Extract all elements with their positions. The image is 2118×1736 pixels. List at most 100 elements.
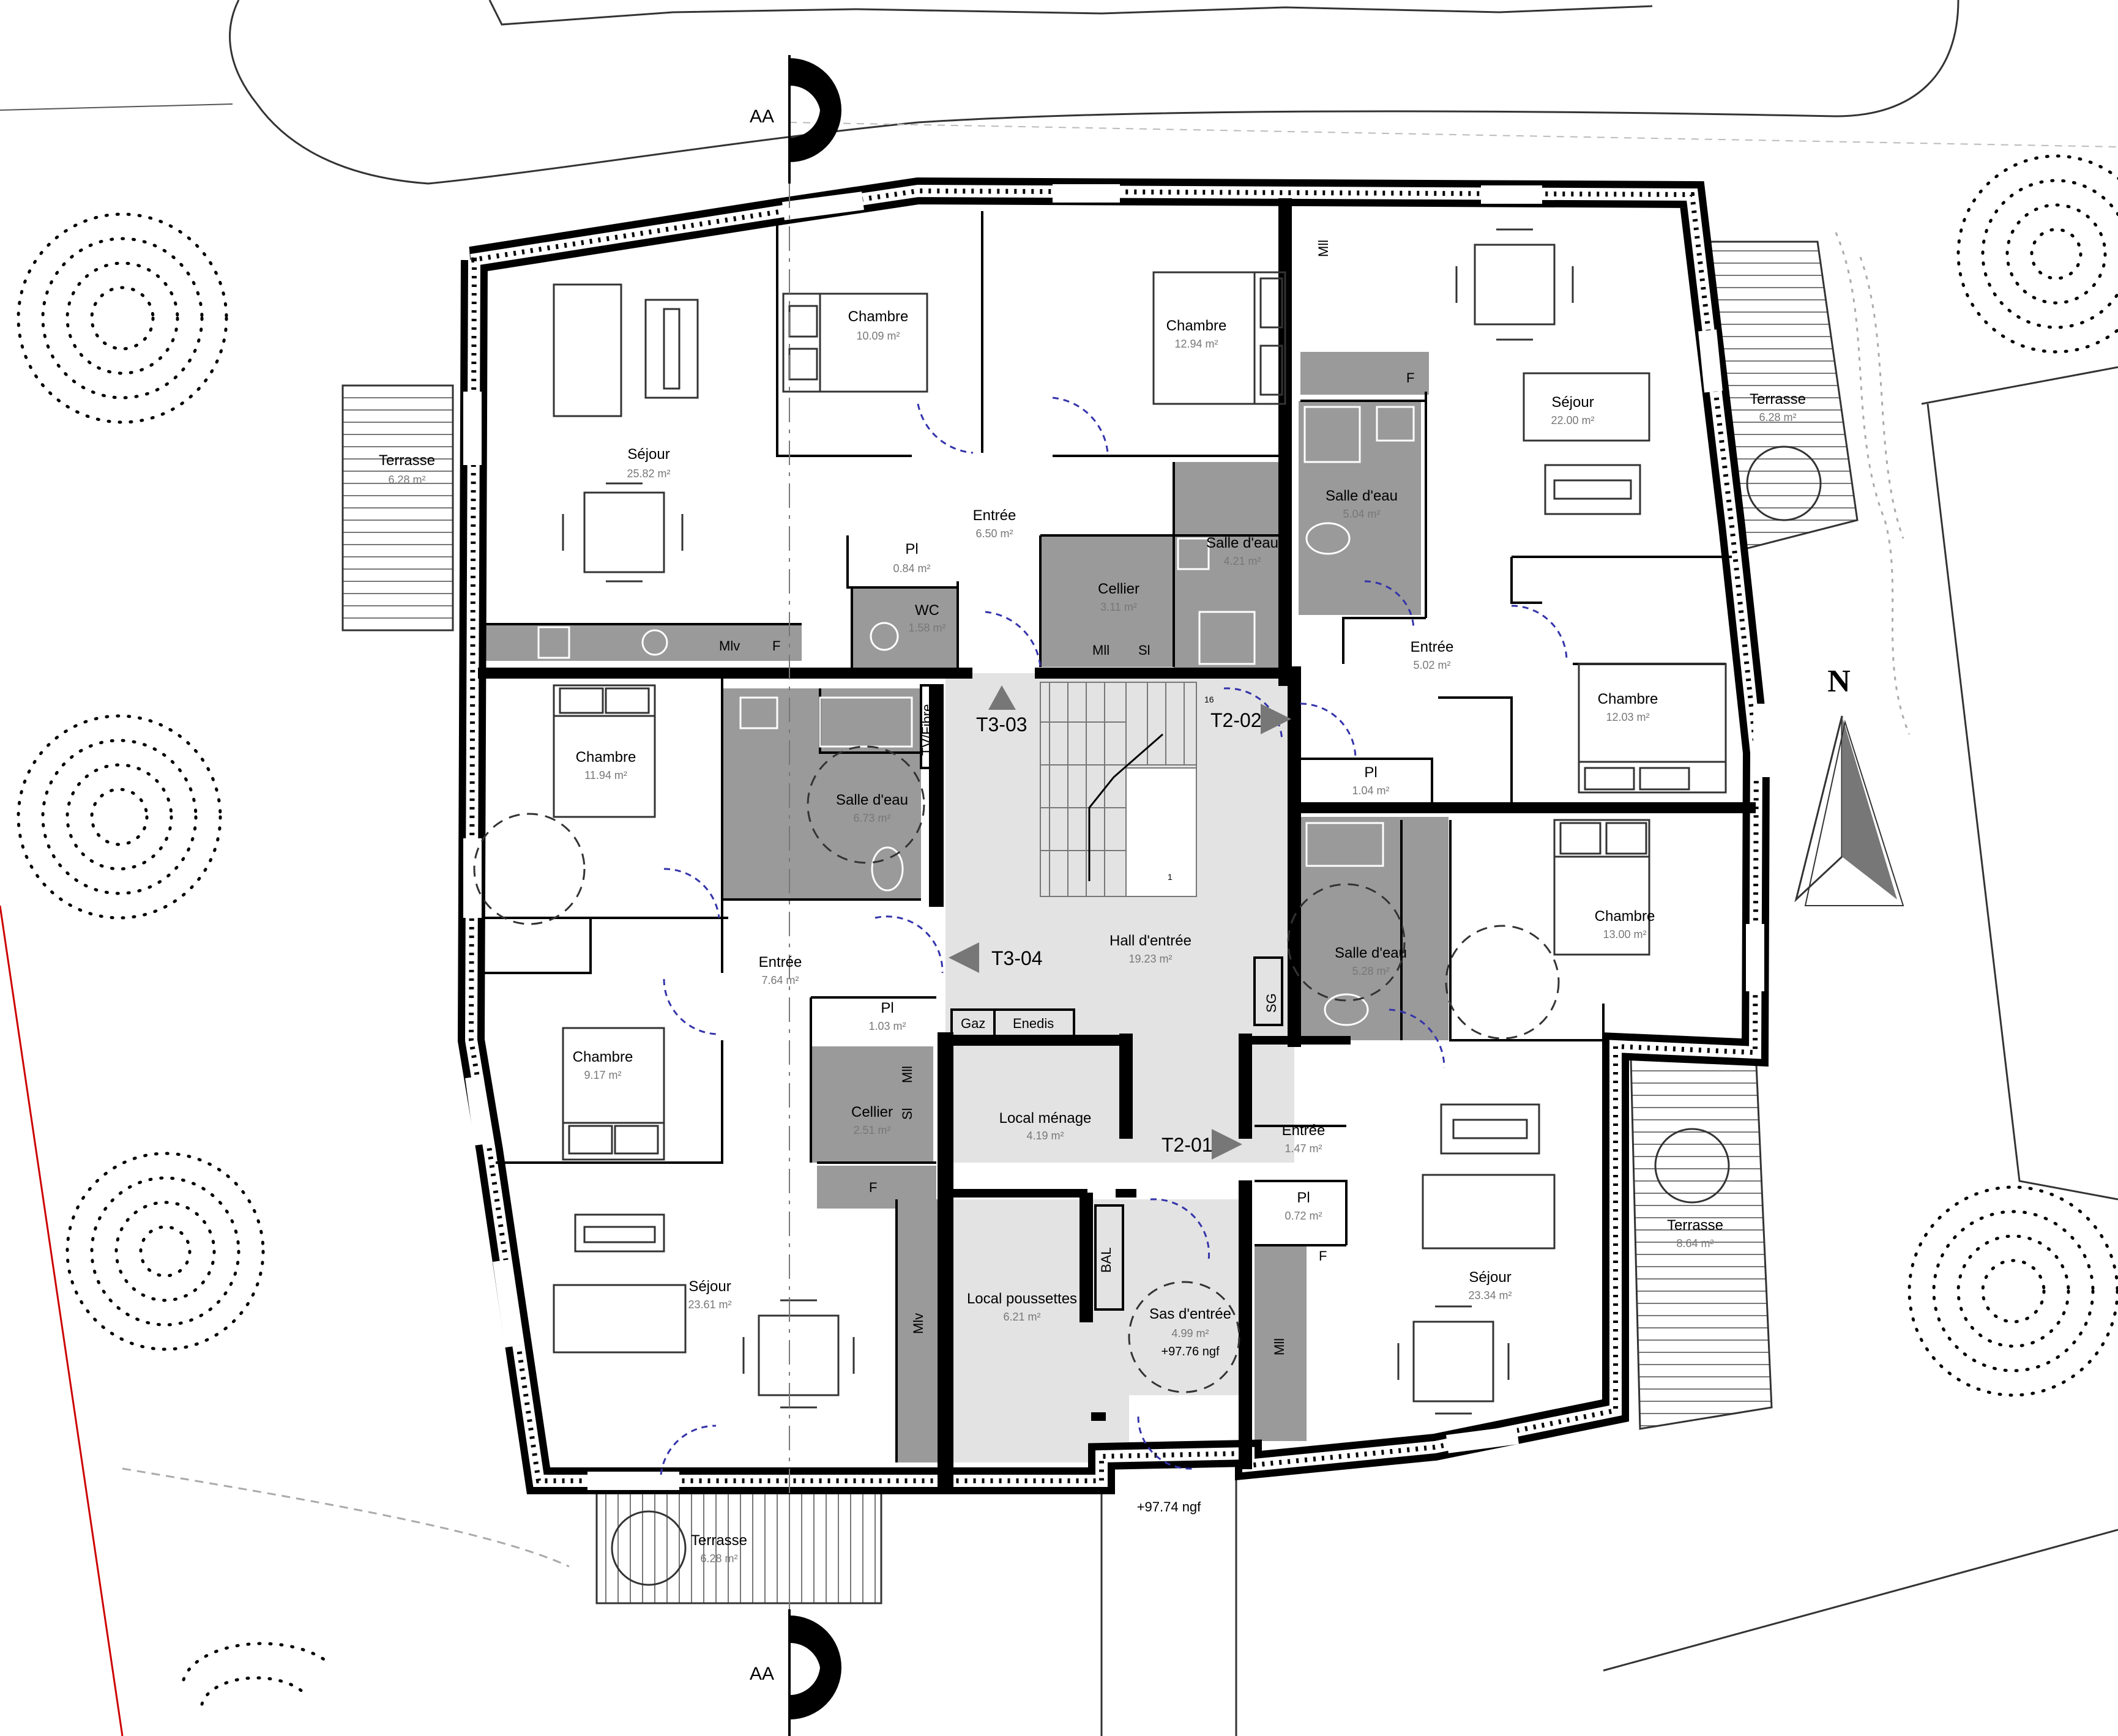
door-swings xyxy=(660,397,1568,1475)
room-name: Chambre xyxy=(573,1049,633,1065)
room-name: Entrée xyxy=(973,507,1016,524)
equipment-boxes xyxy=(920,684,1283,1311)
exterior-walls xyxy=(457,177,1770,1494)
room-name: Cellier xyxy=(851,1104,893,1120)
room-name: Sas d'entrée xyxy=(1149,1306,1231,1322)
wet-rooms xyxy=(483,352,1449,1462)
arrow-right-icon xyxy=(1212,1129,1242,1160)
f-label: F xyxy=(1319,1248,1327,1264)
room-area: 23.34 m² xyxy=(1468,1289,1512,1302)
room-area: 6.28 m² xyxy=(1759,411,1796,423)
room-area: 10.09 m² xyxy=(856,330,900,342)
room-area: 22.00 m² xyxy=(1551,414,1594,427)
mll-label: Mll xyxy=(1272,1338,1287,1355)
room-name: Local ménage xyxy=(999,1110,1092,1127)
room-name: WC xyxy=(915,602,939,619)
room-area: 23.61 m² xyxy=(688,1298,731,1311)
section-label: AA xyxy=(750,1664,774,1684)
mll-label: Mll xyxy=(900,1066,915,1083)
room-name: Séjour xyxy=(627,446,669,463)
room-name: Terrasse xyxy=(1750,391,1806,408)
room-name: Salle d'eau xyxy=(1335,945,1407,961)
room-name: Chambre xyxy=(848,308,909,325)
mll-label: Mll xyxy=(1316,240,1331,257)
room-name: Terrasse xyxy=(691,1532,747,1549)
clearance-circles xyxy=(473,745,1560,1393)
room-area: 5.28 m² xyxy=(1352,965,1389,977)
annotations: AA AA N +97.74 ngf 16 1 xyxy=(750,106,1851,1684)
room-area: 5.04 m² xyxy=(1343,508,1380,520)
room-name: Séjour xyxy=(688,1278,731,1295)
room-area: 2.51 m² xyxy=(853,1124,890,1136)
room-area: 9.17 m² xyxy=(584,1069,621,1081)
stair-step-number: 1 xyxy=(1168,872,1173,882)
room-name: Chambre xyxy=(1598,691,1658,707)
room-name: Séjour xyxy=(1551,394,1594,411)
room-area: 6.73 m² xyxy=(853,812,890,824)
room-name: Terrasse xyxy=(1667,1217,1723,1234)
common-areas xyxy=(945,673,1294,1462)
room-name: Entrée xyxy=(1282,1122,1326,1139)
room-area: 3.11 m² xyxy=(1100,601,1137,613)
room-area: 6.50 m² xyxy=(975,527,1013,540)
room-name: Salle d'eau xyxy=(1326,488,1398,504)
partitions xyxy=(483,211,1732,1462)
unit-label-t3-04: T3-04 xyxy=(991,947,1043,969)
arrow-up-icon xyxy=(988,685,1016,710)
section-label: AA xyxy=(750,106,774,127)
room-area: 25.82 m² xyxy=(627,468,670,480)
windows xyxy=(463,184,1772,1490)
arrow-right-icon xyxy=(1261,704,1291,734)
north-label: N xyxy=(1827,664,1851,699)
room-name: Salle d'eau xyxy=(1206,535,1278,551)
unit-label-t2-01: T2-01 xyxy=(1162,1134,1213,1156)
room-name: Hall d'entrée xyxy=(1109,933,1191,949)
room-name: Entrée xyxy=(759,954,802,970)
room-area: 0.84 m² xyxy=(893,562,930,575)
room-name: Entrée xyxy=(1411,639,1454,655)
unit-label-t2-02: T2-02 xyxy=(1210,709,1262,731)
unit-labels: T3-03 T2-02 T3-04 T2-01 xyxy=(976,709,1262,1156)
section-markers xyxy=(788,55,841,1736)
landscape-shrubs xyxy=(1835,232,1911,735)
room-name: Chambre xyxy=(1166,318,1227,334)
equipment-labels: Mlv F Mll Sl F Mll TV/Fibre Mll Sl F Mlv… xyxy=(719,240,1414,1355)
room-name: Local poussettes xyxy=(967,1291,1077,1307)
stair-step-number: 16 xyxy=(1204,695,1214,704)
sl-label: Sl xyxy=(1138,643,1150,658)
arrow-left-icon xyxy=(949,942,979,973)
unit-arrow-icons xyxy=(949,685,1291,1160)
room-name: Cellier xyxy=(1098,581,1139,597)
room-area: 0.72 m² xyxy=(1285,1210,1322,1222)
exterior-level: +97.74 ngf xyxy=(1137,1499,1201,1514)
unit-label-t3-03: T3-03 xyxy=(976,713,1027,736)
room-area: 7.64 m² xyxy=(761,974,799,986)
room-name: Chambre xyxy=(1595,908,1655,925)
room-name: Pl xyxy=(905,541,918,557)
room-area: 4.21 m² xyxy=(1223,555,1261,567)
room-area: 6.28 m² xyxy=(700,1552,737,1565)
mll-label: Mll xyxy=(1092,643,1109,658)
terraces xyxy=(341,240,1859,1604)
room-area: 8.64 m² xyxy=(1676,1237,1713,1250)
room-name: Pl xyxy=(1364,764,1377,781)
f-label: F xyxy=(869,1180,877,1195)
gaz-label: Gaz xyxy=(961,1016,985,1031)
sg-label: SG xyxy=(1264,993,1279,1013)
room-area: 12.03 m² xyxy=(1606,711,1649,723)
room-area: 6.28 m² xyxy=(388,474,425,486)
room-name: Terrasse xyxy=(379,452,435,469)
enedis-label: Enedis xyxy=(1013,1016,1054,1031)
staircase xyxy=(1040,682,1197,897)
room-area: 1.58 m² xyxy=(908,622,945,634)
level-marker: +97.76 ngf xyxy=(1161,1345,1220,1358)
room-area: 4.19 m² xyxy=(1026,1130,1064,1142)
mlv-label: Mlv xyxy=(911,1313,926,1334)
room-area: 5.02 m² xyxy=(1413,659,1450,671)
sl-label: Sl xyxy=(900,1108,915,1120)
room-area: 1.04 m² xyxy=(1352,784,1389,797)
north-arrow-icon xyxy=(1794,715,1904,906)
room-area: 11.94 m² xyxy=(584,769,627,781)
